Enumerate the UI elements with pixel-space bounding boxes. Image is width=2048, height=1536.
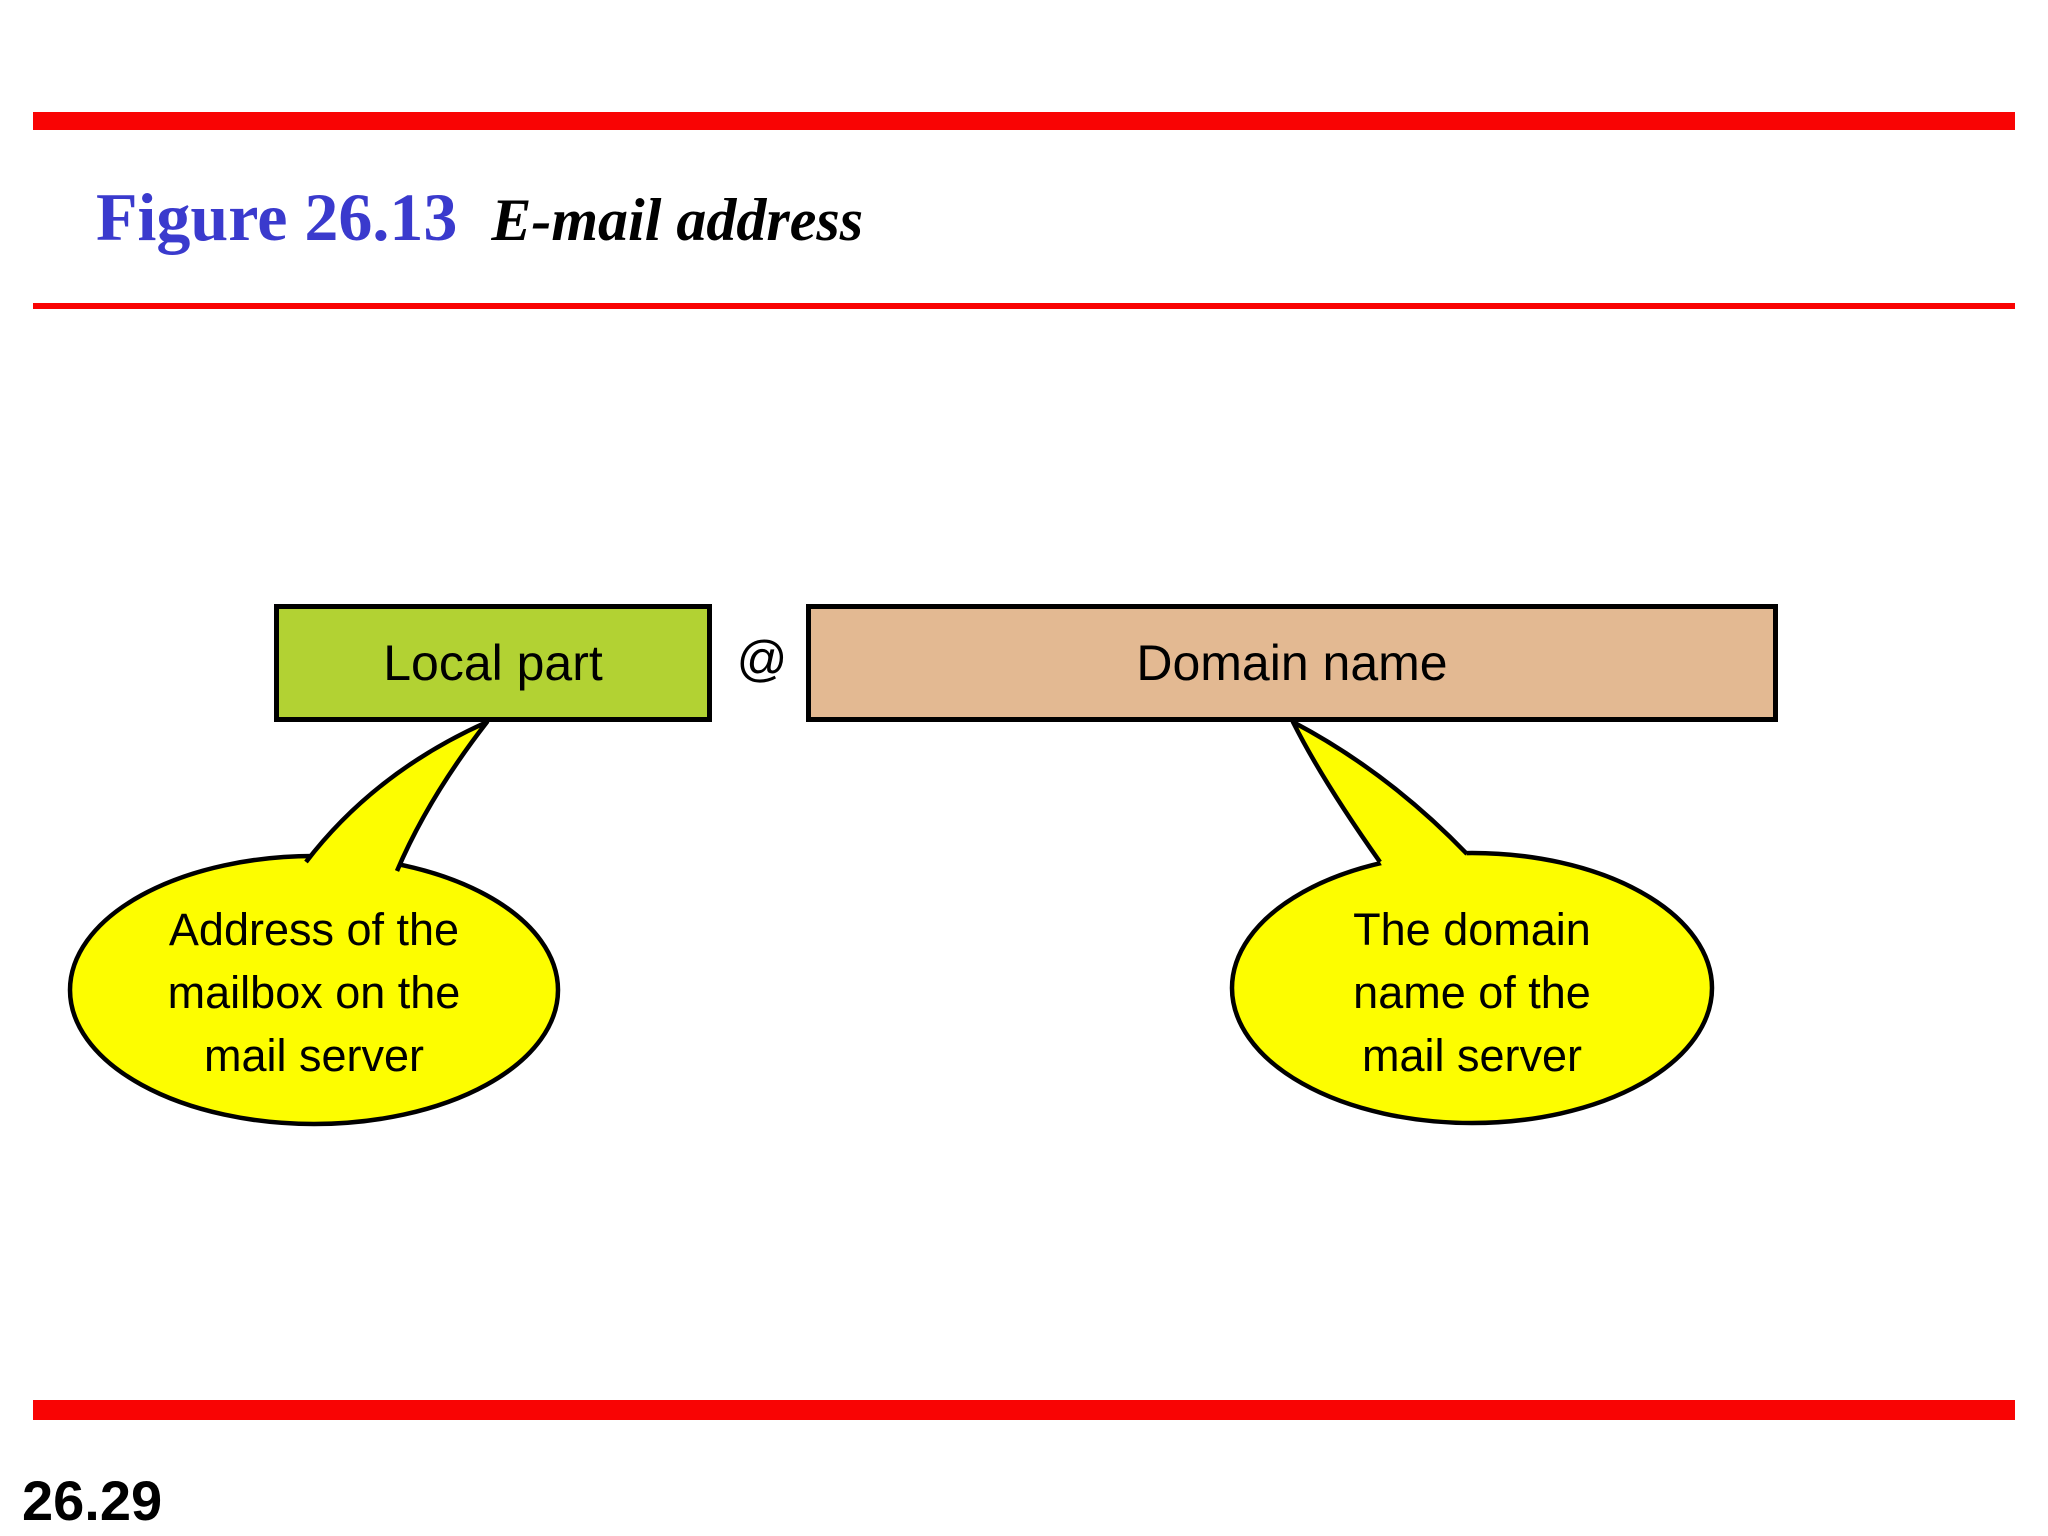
right-callout-tail (1290, 719, 1469, 864)
right-callout-line: mail server (1361, 1030, 1583, 1081)
top-red-rule (33, 112, 2015, 130)
bottom-red-rule (33, 1400, 2015, 1420)
at-symbol: @ (736, 631, 788, 687)
slide-title: Figure 26.13 E-mail address (96, 178, 863, 257)
figure-number: Figure 26.13 (96, 179, 458, 255)
domain-name-box: Domain name (806, 604, 1778, 722)
left-callout-line: Address of the (168, 904, 460, 955)
title-underline-rule (33, 303, 2015, 309)
left-callout-line: mailbox on the (167, 967, 461, 1018)
right-callout-line: The domain (1353, 904, 1591, 955)
local-part-label: Local part (383, 635, 603, 691)
right-callout-text: The domain name of the mail server (1232, 898, 1712, 1087)
left-callout-text: Address of the mailbox on the mail serve… (74, 898, 554, 1087)
figure-caption: E-mail address (491, 187, 864, 253)
domain-name-label: Domain name (1136, 635, 1448, 691)
right-callout-line: name of the (1353, 967, 1591, 1018)
left-callout-tail (304, 719, 490, 872)
left-callout-line: mail server (203, 1030, 425, 1081)
local-part-box: Local part (274, 604, 712, 722)
page-number: 26.29 (22, 1469, 163, 1532)
right-callout-ellipse (1229, 850, 1715, 1126)
